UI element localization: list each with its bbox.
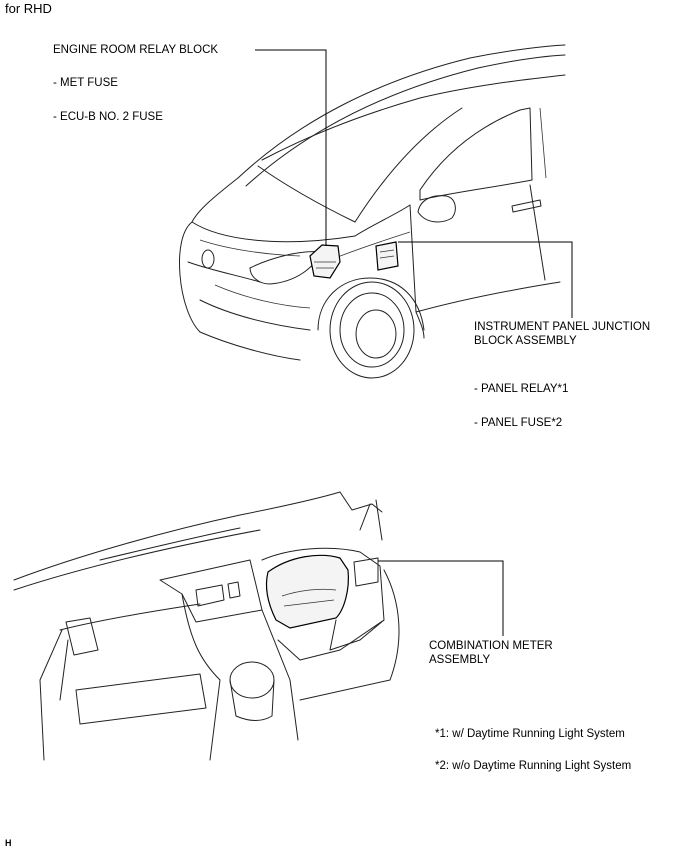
combination-meter-label-line2: ASSEMBLY [429,654,491,666]
footnote-2: *2: w/o Daytime Running Light System [435,760,632,772]
variant-label: for RHD [5,1,52,16]
leader-combination-meter [378,560,504,636]
panel-fuse-label: - PANEL FUSE*2 [474,417,563,429]
leader-engine-room [255,49,327,246]
engine-room-relay-block-label: ENGINE ROOM RELAY BLOCK [53,44,219,56]
combination-meter-part [265,554,349,629]
footnote-1: *1: w/ Daytime Running Light System [435,728,625,740]
leader-ipjb [398,241,573,318]
dashboard-interior-drawing [13,491,400,761]
engine-room-relay-block-part [309,244,341,279]
vehicle-exterior-drawing [179,44,566,379]
instrument-panel-junction-block-part [375,241,399,271]
ipjb-label-line1: INSTRUMENT PANEL JUNCTION [474,321,651,333]
combination-meter-label-line1: COMBINATION METER [429,640,553,652]
ipjb-label-line2: BLOCK ASSEMBLY [474,335,577,347]
met-fuse-label: - MET FUSE [53,77,118,89]
panel-relay-label: - PANEL RELAY*1 [474,383,569,395]
ecu-b-fuse-label: - ECU-B NO. 2 FUSE [53,111,163,123]
figure-code: H [5,838,12,848]
